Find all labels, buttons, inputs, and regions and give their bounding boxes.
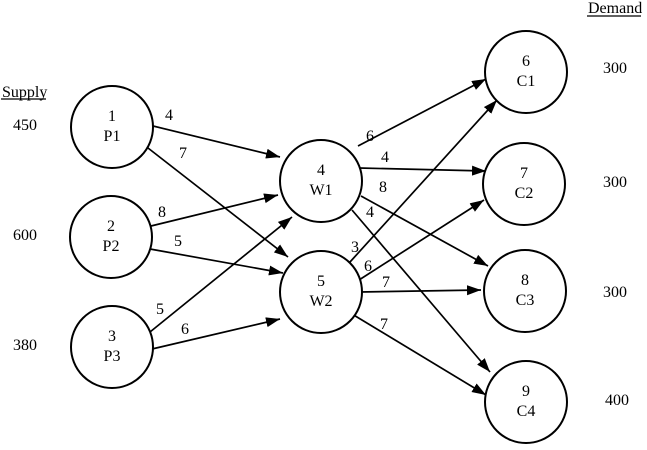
- node-P1-number: 1: [108, 108, 116, 125]
- node-W1-circle: [279, 139, 363, 223]
- node-W1: 4W1: [279, 139, 363, 223]
- arc-cost-W2-C3: 7: [382, 274, 390, 291]
- demand-amount-C3: 300: [603, 284, 627, 301]
- arc-P3-W2: [151, 317, 281, 350]
- demand-amount-C4: 400: [605, 392, 629, 409]
- arc-cost-W2-C1: 3: [351, 239, 359, 256]
- supply-amount-P2: 600: [13, 227, 37, 244]
- supply-amount-P3: 380: [13, 337, 37, 354]
- node-P2-number: 2: [107, 218, 115, 235]
- node-C1: 6C1: [484, 30, 568, 114]
- node-C2: 7C2: [482, 142, 566, 226]
- arc-cost-W1-C1: 6: [366, 128, 374, 145]
- arc-cost-W1-C3: 8: [379, 179, 387, 196]
- arc-W2-C3: [359, 285, 482, 296]
- supply-amount-P1: 450: [13, 117, 37, 134]
- supply-header: Supply: [2, 84, 47, 101]
- arc-P3-W1: [149, 216, 293, 333]
- node-P2-circle: [69, 195, 153, 279]
- node-C3-label: C3: [516, 292, 535, 309]
- node-P2: 2P2: [69, 195, 153, 279]
- arc-cost-P3-W2: 6: [181, 321, 189, 338]
- demand-header: Demand: [588, 0, 642, 17]
- node-P1: 1P1: [70, 85, 154, 169]
- arc-P1-W2: [147, 147, 289, 258]
- edges-layer: [147, 78, 498, 396]
- node-W2-circle: [279, 250, 363, 334]
- node-P3: 3P3: [70, 305, 154, 389]
- arc-cost-W2-C2: 6: [364, 258, 372, 275]
- arc-cost-P3-W1: 5: [156, 301, 164, 318]
- node-C3-number: 8: [521, 272, 529, 289]
- node-C1-number: 6: [522, 53, 530, 70]
- node-W1-number: 4: [317, 162, 325, 179]
- node-W1-label: W1: [309, 182, 332, 199]
- node-P3-circle: [70, 305, 154, 389]
- arc-cost-W1-C2: 4: [381, 149, 389, 166]
- node-W2-label: W2: [309, 293, 332, 310]
- arc-W1-C1: [357, 78, 487, 147]
- demand-amount-C1: 300: [603, 60, 627, 77]
- node-C2-circle: [482, 142, 566, 226]
- node-C4: 9C4: [484, 360, 568, 444]
- node-C2-number: 7: [520, 165, 528, 182]
- arc-cost-P2-W1: 8: [158, 204, 166, 221]
- arc-P2-W2: [149, 248, 284, 276]
- arc-cost-W2-C4: 7: [380, 316, 388, 333]
- node-P1-label: P1: [104, 128, 121, 145]
- node-W2: 5W2: [279, 250, 363, 334]
- arc-W1-C3: [360, 195, 489, 267]
- arc-cost-W1-C4: 4: [366, 204, 374, 221]
- arc-W2-C2: [358, 199, 485, 281]
- arc-W2-C1: [349, 99, 498, 263]
- arc-P2-W1: [150, 193, 279, 227]
- arc-P1-W1: [152, 125, 281, 159]
- arc-cost-P1-W1: 4: [165, 107, 173, 124]
- arc-cost-P1-W2: 7: [179, 145, 187, 162]
- node-C3: 8C3: [483, 249, 567, 333]
- node-C1-circle: [484, 30, 568, 114]
- arc-W1-C2: [358, 165, 487, 176]
- node-P3-number: 3: [108, 328, 116, 345]
- node-P2-label: P2: [103, 238, 120, 255]
- arc-W2-C4: [351, 313, 487, 396]
- arc-cost-P2-W2: 5: [174, 233, 182, 250]
- node-C3-circle: [483, 249, 567, 333]
- node-W2-number: 5: [317, 273, 325, 290]
- node-C2-label: C2: [515, 185, 534, 202]
- node-P3-label: P3: [104, 348, 121, 365]
- demand-amount-C2: 300: [603, 174, 627, 191]
- node-C4-label: C4: [517, 403, 536, 420]
- labels-layer: 47855664843677450600380300300300400Suppl…: [1, 0, 642, 409]
- node-C1-label: C1: [517, 73, 536, 90]
- node-P1-circle: [70, 85, 154, 169]
- node-C4-circle: [484, 360, 568, 444]
- node-C4-number: 9: [522, 383, 530, 400]
